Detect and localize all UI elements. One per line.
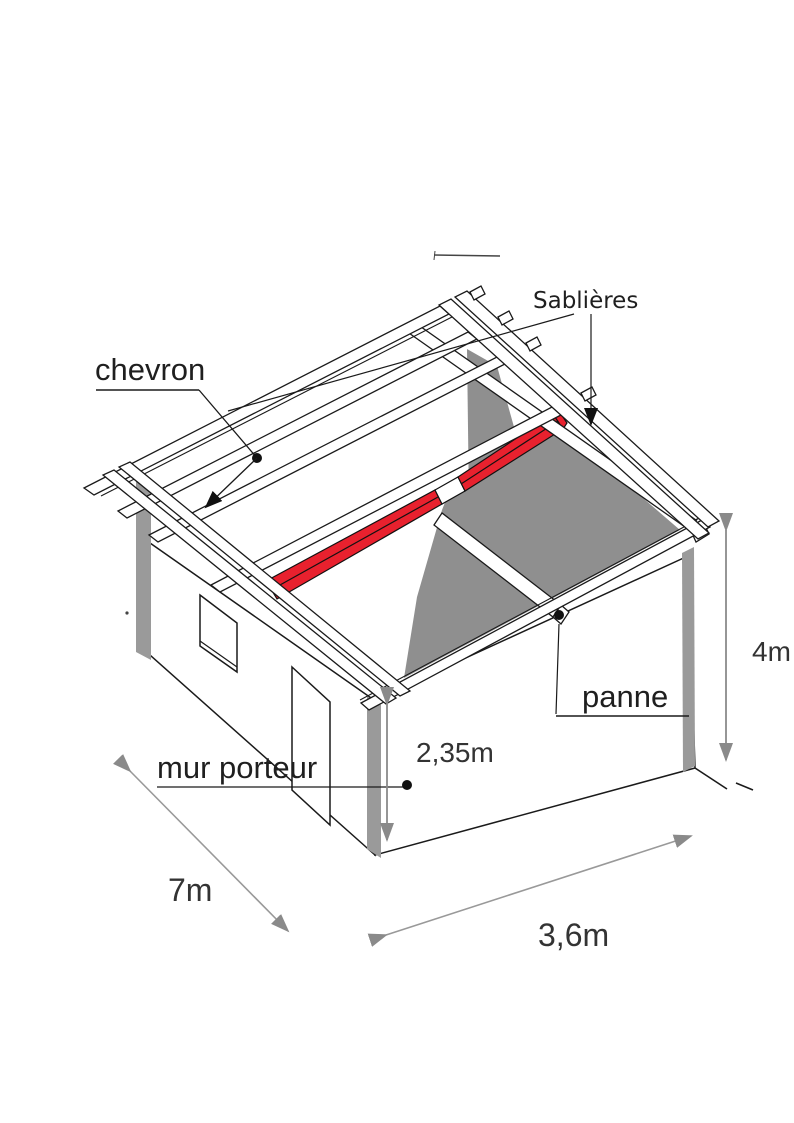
window-sill [199,640,238,668]
gable-shading [404,429,680,678]
highlighted-beam-right-arris [460,420,559,485]
corner-posts [136,480,695,858]
rafter-edge-right-line [359,519,698,701]
label-chevron: chevron [95,352,205,387]
annotations: chevron Sablières panne mur porteur [95,288,791,953]
left-corner-post [136,480,151,660]
panne-annotation: panne [554,610,689,717]
window [199,593,238,674]
stray-top-line [433,250,501,261]
rafter-end-notch [469,285,486,301]
door [291,665,331,827]
chevron-annotation: chevron [95,352,262,509]
chevron-arrow-line [204,457,258,509]
label-panne: panne [582,679,668,714]
right-corner-post [682,547,695,772]
dim-text-2-35m: 2,35m [416,737,494,768]
ground-ticks [694,767,754,791]
dimension-total-height: 4m [719,513,791,762]
chevron-leader-line [198,389,258,459]
rafter-end-notch [525,336,542,352]
dimension-roof-span: 3,6m [367,834,693,953]
dim-arrow-7m [113,753,290,933]
eave-wall-plate [101,461,412,705]
highlighted-beam-left-arris [270,496,439,591]
stray-dot [125,611,129,615]
dim-text-4m: 4m [752,636,791,667]
dim-text-3-6m: 3,6m [538,917,609,953]
front-corner-post [367,696,381,858]
dimension-wall-length: 7m [113,753,290,933]
dim-arrow-3-6m [367,834,693,947]
dimension-wall-height: 2,35m [380,687,494,842]
mur-porteur-leader-dot [402,780,412,790]
rafter-edge-right [359,519,712,711]
rafter-end-notch [580,386,597,402]
panne-leader-dot [554,610,564,620]
label-mur-porteur: mur porteur [157,750,317,785]
rafter-edge-left-line [100,316,453,497]
rafter-end-notch [497,310,514,326]
sablieres-leader-left [227,313,575,412]
dim-text-7m: 7m [168,872,212,908]
sablieres-annotation: Sablières [227,288,638,426]
label-sablieres: Sablières [533,288,638,314]
panne-leader-line [555,623,560,715]
building-walls [149,541,696,857]
